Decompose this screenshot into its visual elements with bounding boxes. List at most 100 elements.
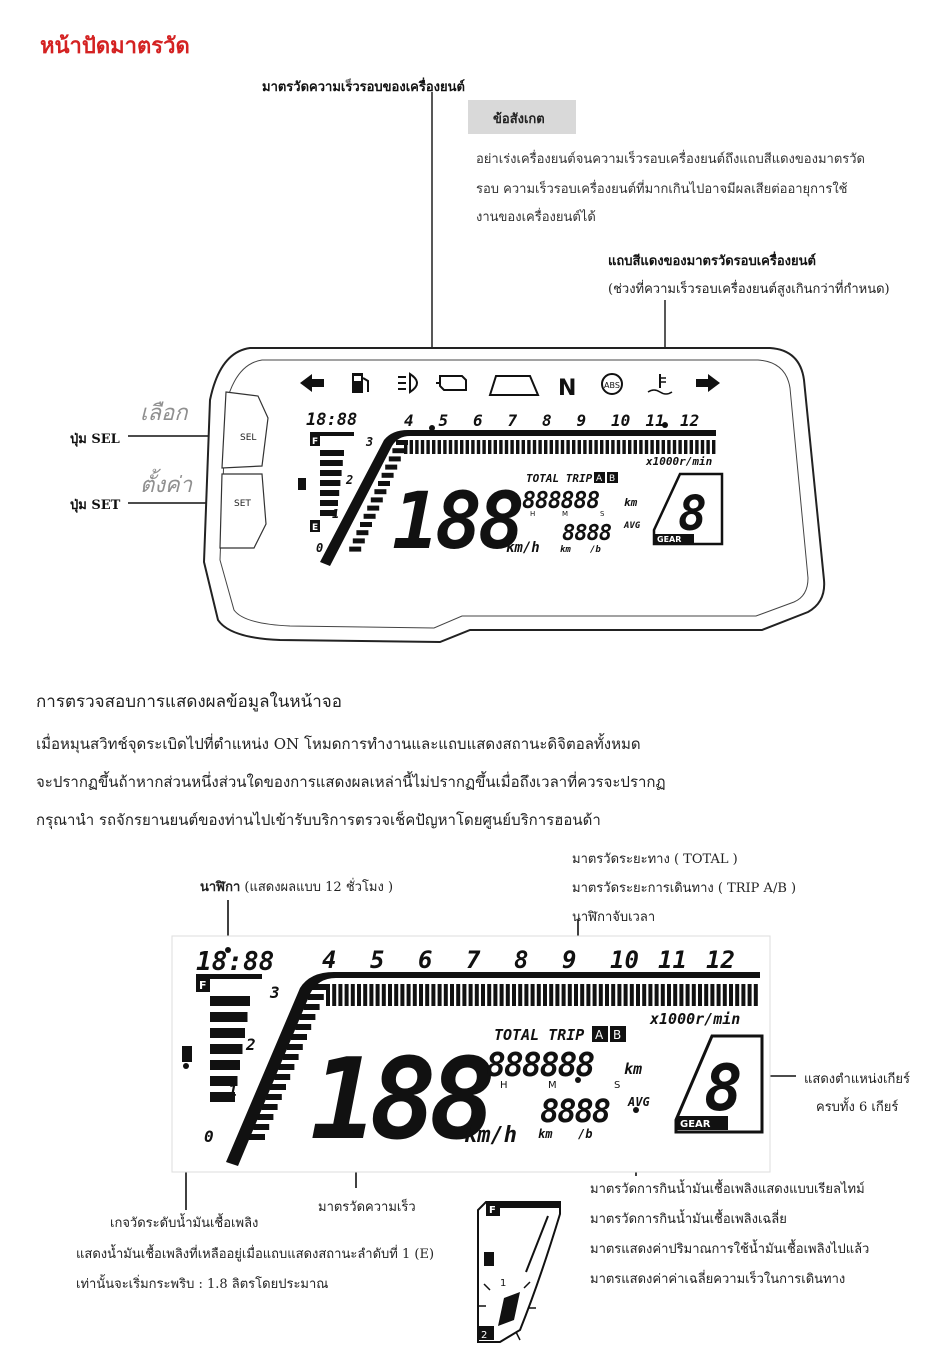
- clock-display: 18:88: [306, 410, 357, 430]
- detail-tick-2: 2: [481, 1330, 487, 1341]
- note-line-3: งานของเครื่องยนต์ได้: [476, 210, 596, 225]
- speed-annotation: มาตรวัดความเร็ว: [318, 1200, 416, 1215]
- detail-blinking-segment: [498, 1292, 520, 1326]
- rpm-bar-segment: [566, 440, 570, 454]
- lcd-rpm-bar-segment: [654, 984, 659, 1006]
- lcd-rpm-bar-segment: [437, 984, 442, 1006]
- fuel-empty-label: E: [312, 523, 318, 533]
- lcd-low-tick-3: 3: [269, 983, 280, 1002]
- rpm-bar-segment: [639, 440, 643, 454]
- lcd-trip-a-indicator: A: [595, 1028, 604, 1042]
- fuel-bar-segment: [320, 500, 338, 506]
- lcd-rpm-bar-segment: [561, 984, 566, 1006]
- rpm-bar-segment: [684, 440, 688, 454]
- rpm-tick-5: 5: [439, 411, 449, 430]
- hms-m: M: [562, 510, 568, 518]
- lcd-rpm-bar-segment: [543, 984, 547, 1006]
- lcd-rpm-bar-segment: [326, 984, 330, 1006]
- rpm-tick-7: 7: [508, 411, 518, 430]
- rpm-bar-segment: [409, 440, 413, 454]
- rpm-bar-segment: [476, 440, 481, 454]
- lcd-per-liter-label: /b: [578, 1127, 592, 1141]
- set-button[interactable]: [219, 473, 267, 549]
- rpm-tick-10: 10: [611, 411, 630, 430]
- rpm-bar-segment: [465, 440, 469, 454]
- rpm-bar-segment: [600, 440, 604, 454]
- rpm-bar-segment: [420, 440, 425, 454]
- rpm-bar-segment: [504, 440, 509, 454]
- fuel-bar-segment: [320, 480, 341, 486]
- fuel-detail-inset: F 1 2: [477, 1201, 561, 1343]
- lcd-rpm-bar-segment: [673, 984, 678, 1006]
- rpm-bar-segment: [588, 440, 593, 454]
- note-box: [468, 100, 576, 134]
- km-per-label: km: [560, 545, 571, 555]
- lcd-rpm-bar-segment: [431, 984, 436, 1006]
- rpm-bar-segment: [482, 440, 486, 454]
- lcd-rpm-bar-segment: [487, 984, 492, 1006]
- gear-display: 8: [678, 486, 707, 542]
- lcd-low-tick-0: 0: [204, 1127, 214, 1146]
- fuel-annotation-1: เกจวัดระดับน้ำมันเชื้อเพลิง: [110, 1216, 259, 1231]
- sel-button[interactable]: [221, 391, 269, 469]
- rpm-bar-segment: [378, 481, 390, 486]
- lcd-rpm-bar-segment: [375, 984, 380, 1006]
- lcd-hms-m: M: [548, 1080, 557, 1091]
- rpm-bar-segment: [656, 440, 660, 454]
- lcd-rpm-bar-segment: [388, 984, 392, 1006]
- lcd-rpm-tick-10: 10: [610, 946, 639, 974]
- paragraph-line-1: เมื่อหมุนสวิทช์จุดระเบิดไปที่ตำแหน่ง ON …: [36, 735, 641, 753]
- lcd-rpm-bar-segment: [344, 984, 349, 1006]
- lcd-rpm-bar-segment: [474, 984, 479, 1006]
- avg-annotation-3: มาตรแสดงค่าปริมาณการใช้น้ำมันเชื้อเพลิงไ…: [590, 1242, 870, 1257]
- clock-annotation: นาฬิกา (แสดงผลแบบ 12 ชั่วโมง ): [200, 876, 393, 897]
- rpm-bar-segment: [611, 440, 615, 454]
- set-button-label: ปุ่ม SET: [70, 498, 121, 513]
- lcd-rpm-bar-segment: [265, 1094, 282, 1100]
- lcd-rpm-bar-segment: [425, 984, 430, 1006]
- rpm-bar-segment: [532, 440, 537, 454]
- lcd-avg-label: AVG: [627, 1095, 650, 1109]
- avg-label: AVG: [623, 521, 641, 531]
- rpm-bar-segment: [448, 440, 453, 454]
- lcd-km-per-label: km: [538, 1127, 553, 1141]
- speed-unit: km/h: [506, 540, 540, 556]
- redzone-label: แถบสีแดงของมาตรวัดรอบเครื่องยนต์: [608, 254, 816, 269]
- rpm-bar-segment: [370, 497, 383, 503]
- lcd-rpm-bar-segment: [381, 984, 386, 1006]
- lcd-rpm-bar-segment: [574, 984, 578, 1006]
- lcd-hms-s: S: [614, 1080, 620, 1091]
- lcd-rpm-bar-segment: [499, 984, 504, 1006]
- lcd-rpm-bar-segment: [555, 984, 560, 1006]
- rpm-bar-segment: [381, 472, 394, 478]
- odo-annotation-2: มาตรวัดระยะการเดินทาง ( TRIP A/B ): [572, 881, 797, 896]
- lcd-odometer-unit: km: [624, 1060, 642, 1078]
- section-heading: การตรวจสอบการแสดงผลข้อมูลในหน้าจอ: [36, 692, 342, 712]
- rpm-bar-segment: [499, 440, 503, 454]
- lcd-rpm-bar-segment: [278, 1064, 295, 1070]
- low-tick-0: 0: [316, 541, 323, 555]
- lcd-rpm-tick-12: 12: [706, 946, 735, 974]
- lcd-rpm-unit: x1000r/min: [649, 1010, 740, 1028]
- fuel-bar-segment: [320, 450, 344, 456]
- lcd-rpm-bar-segment: [611, 984, 616, 1006]
- lcd-rpm-bar-segment: [623, 984, 628, 1006]
- left-turn-icon: [300, 374, 324, 392]
- rpm-bar-segment: [352, 538, 365, 544]
- lcd-rpm-bar-segment: [450, 984, 454, 1006]
- lcd-fuel-bar-segment: [210, 996, 250, 1006]
- lcd-rpm-bar-segment: [350, 984, 355, 1006]
- detail-fuel-full: F: [489, 1205, 496, 1216]
- lcd-rpm-bar-segment: [685, 984, 690, 1006]
- lcd-rpm-tick-7: 7: [466, 946, 481, 974]
- lcd-rpm-bar-segment: [505, 984, 510, 1006]
- lcd-fuel-bar-segment: [210, 1044, 243, 1054]
- rpm-tick-9: 9: [577, 411, 587, 430]
- lcd-fuel-bar-segment: [210, 1028, 245, 1038]
- page-title: หน้าปัดมาตรวัด: [40, 33, 190, 59]
- rpm-bar-segment: [396, 440, 408, 445]
- detail-fuel-icon: [484, 1252, 494, 1266]
- lcd-trip-b-indicator: B: [613, 1028, 621, 1042]
- lcd-rpm-bar-segment: [691, 984, 696, 1006]
